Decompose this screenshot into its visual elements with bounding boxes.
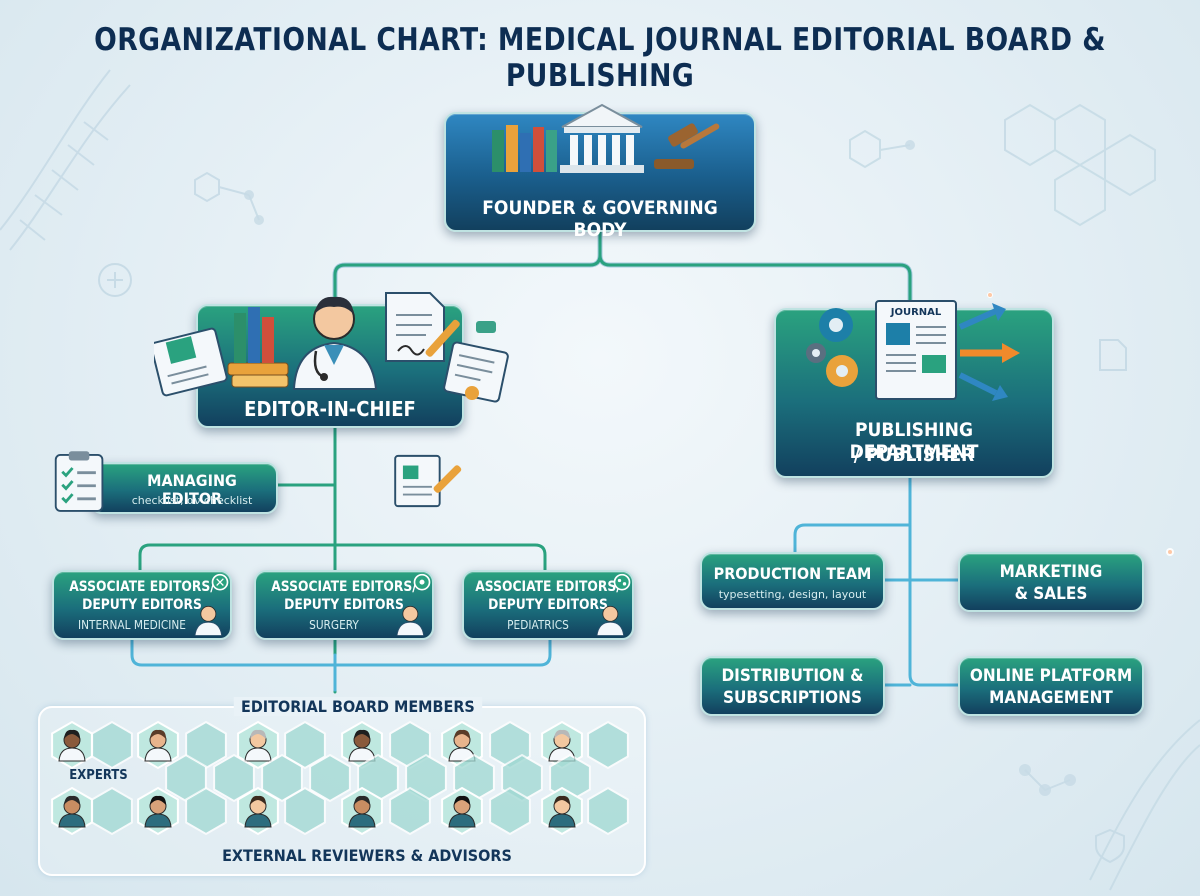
publisher-label-line1: PUBLISHING DEPARTMENT <box>849 419 979 463</box>
page-title: ORGANIZATIONAL CHART: MEDICAL JOURNAL ED… <box>94 22 1106 94</box>
doctor-avatar-icon <box>596 573 631 636</box>
managing-editor-label: MANAGING EDITOR <box>147 471 237 509</box>
editor-icon <box>154 292 509 403</box>
associate-editors-line1: ASSOCIATE EDITORS/ <box>475 579 621 595</box>
document-pen-icon <box>394 454 462 508</box>
publisher-label-line2: / PUBLISHER <box>853 444 975 466</box>
doctor-avatar-icon <box>396 573 431 636</box>
publishing-icon: JOURNAL <box>806 300 1020 401</box>
founder-node[interactable]: FOUNDER & GOVERNING BODY <box>444 103 756 241</box>
associate-editors-line2: DEPUTY EDITORS <box>82 597 202 613</box>
editorial-board-header: EDITORIAL BOARD MEMBERS <box>233 697 482 716</box>
production-team-node[interactable]: PRODUCTION TEAM typesetting, design, lay… <box>700 552 885 610</box>
founder-label: FOUNDER & GOVERNING BODY <box>482 197 718 241</box>
marketing-sales-node[interactable]: MARKETING & SALES <box>958 552 1144 612</box>
marketing-label-line1: MARKETING <box>999 562 1103 582</box>
production-team-label: PRODUCTION TEAM <box>713 564 872 583</box>
associate-editors-internal-medicine[interactable]: ASSOCIATE EDITORS/ DEPUTY EDITORS INTERN… <box>52 570 232 640</box>
doctor-avatar-icon <box>194 573 229 636</box>
editor-in-chief-label: EDITOR-IN-CHIEF <box>244 397 416 421</box>
distribution-label-line1: DISTRIBUTION & <box>721 666 864 686</box>
associate-editors-specialty: PEDIATRICS <box>507 618 569 632</box>
experts-label: EXPERTS <box>69 768 128 783</box>
marketing-label-line2: & SALES <box>1014 584 1088 604</box>
associate-editors-line1: ASSOCIATE EDITORS/ <box>271 579 417 595</box>
associate-editors-line1: ASSOCIATE EDITORS/ <box>69 579 215 595</box>
associate-editors-specialty: SURGERY <box>309 618 359 632</box>
associate-editors-line2: DEPUTY EDITORS <box>488 597 608 613</box>
distribution-label-line2: SUBSCRIPTIONS <box>722 688 862 708</box>
online-platform-node[interactable]: ONLINE PLATFORM MANAGEMENT <box>958 656 1144 716</box>
external-reviewers-label: EXTERNAL REVIEWERS & ADVISORS <box>222 846 512 865</box>
managing-editor-sub: checklist, αν checklist <box>131 494 253 507</box>
associate-editors-specialty: INTERNAL MEDICINE <box>78 618 186 632</box>
distribution-subscriptions-node[interactable]: DISTRIBUTION & SUBSCRIPTIONS <box>700 656 885 716</box>
checklist-icon <box>54 451 104 512</box>
journal-icon-text: JOURNAL <box>890 307 942 318</box>
governance-icon <box>492 103 720 173</box>
associate-editors-line2: DEPUTY EDITORS <box>284 597 404 613</box>
online-platform-label-line1: ONLINE PLATFORM <box>969 666 1133 686</box>
production-team-sub: typesetting, design, layout <box>718 588 867 601</box>
online-platform-label-line2: MANAGEMENT <box>989 688 1113 708</box>
managing-editor-node[interactable]: MANAGING EDITOR checklist, αν checklist <box>90 462 278 514</box>
